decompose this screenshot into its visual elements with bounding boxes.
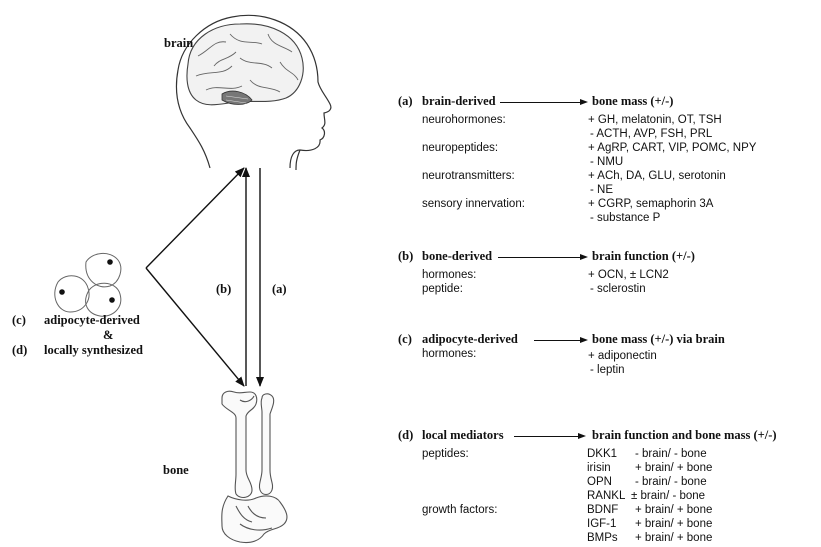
left-c-marker: (c) [12,313,26,328]
arrow-b-label: (b) [216,282,231,297]
section-d-target: brain function and bone mass (+/-) [592,428,777,443]
section-b-row-value: + OCN, ± LCN2 [588,269,669,281]
section-d-row-effect: - brain/ - bone [635,476,707,488]
section-d-row-label: growth factors: [422,504,497,516]
section-a-row-label: neuropeptides: [422,142,498,154]
section-c-arrowhead [580,337,588,343]
section-d-row-name: IGF-1 [587,518,616,530]
section-a-row-value: + CGRP, semaphorin 3A [588,198,713,210]
section-a-source: brain-derived [422,94,496,109]
section-a-row-label: neurotransmitters: [422,170,515,182]
section-d-row-name: DKK1 [587,448,617,460]
section-a: (a) brain-derived bone mass (+/-) neuroh… [398,94,821,224]
section-d-source: local mediators [422,428,504,443]
brain-icon [187,24,303,105]
section-a-row-label: neurohormones: [422,114,506,126]
section-c-row-value: - leptin [590,364,625,376]
section-d-row-effect: + brain/ + bone [635,532,712,544]
section-c-arrow [534,340,580,341]
section-d-row-name: BMPs [587,532,618,544]
section-c-row-label: hormones: [422,348,476,360]
section-b-row-label: hormones: [422,269,476,281]
section-a-arrow [500,102,580,103]
section-b-arrow [498,257,580,258]
section-d-row-name: irisin [587,462,611,474]
bone-label: bone [163,463,189,478]
section-a-row-value: - NE [590,184,613,196]
section-d-arrow [514,436,578,437]
section-d-row-effect: + brain/ + bone [635,518,712,530]
section-d-row-effect: + brain/ + bone [635,462,712,474]
section-b-source: bone-derived [422,249,492,264]
arrow-a-label: (a) [272,282,287,297]
section-b-marker: (b) [398,249,413,264]
section-c: (c) adipocyte-derived bone mass (+/-) vi… [398,332,821,380]
left-amp: & [103,328,113,343]
illustration [0,0,400,547]
section-a-row-value: + AgRP, CART, VIP, POMC, NPY [588,142,756,154]
section-d-arrowhead [578,433,586,439]
section-d-row-name: RANKL [587,490,625,502]
section-d-row-label: peptides: [422,448,469,460]
section-c-target: bone mass (+/-) via brain [592,332,725,347]
arrows [146,168,260,386]
adipocyte-cells-icon [55,253,121,316]
leg-bones-icon [222,391,287,542]
arrow-to-brain [146,168,244,268]
section-a-marker: (a) [398,94,413,109]
section-d: (d) local mediators brain function and b… [398,428,821,546]
section-d-row-name: OPN [587,476,612,488]
section-d-row-effect: ± brain/ - bone [631,490,705,502]
left-d-text: locally synthesized [44,343,143,358]
section-b-row-label: peptide: [422,283,463,295]
section-c-marker: (c) [398,332,412,347]
section-d-row-effect: + brain/ + bone [635,504,712,516]
section-b-target: brain function (+/-) [592,249,695,264]
brain-label: brain [164,36,193,51]
section-a-row-value: - ACTH, AVP, FSH, PRL [590,128,712,140]
section-a-row-value: - NMU [590,156,623,168]
section-a-arrowhead [580,99,588,105]
section-c-row-value: + adiponectin [588,350,657,362]
section-a-row-value: + ACh, DA, GLU, serotonin [588,170,726,182]
section-b: (b) bone-derived brain function (+/-) ho… [398,249,821,297]
left-d-marker: (d) [12,343,27,358]
section-d-row-effect: - brain/ - bone [635,448,707,460]
left-c-text: adipocyte-derived [44,313,140,328]
section-a-row-value: + GH, melatonin, OT, TSH [588,114,722,126]
section-b-row-value: - sclerostin [590,283,646,295]
section-d-marker: (d) [398,428,413,443]
section-d-row-name: BDNF [587,504,618,516]
section-c-source: adipocyte-derived [422,332,518,347]
section-a-row-label: sensory innervation: [422,198,525,210]
section-b-arrowhead [580,254,588,260]
section-a-row-value: - substance P [590,212,660,224]
section-a-target: bone mass (+/-) [592,94,673,109]
